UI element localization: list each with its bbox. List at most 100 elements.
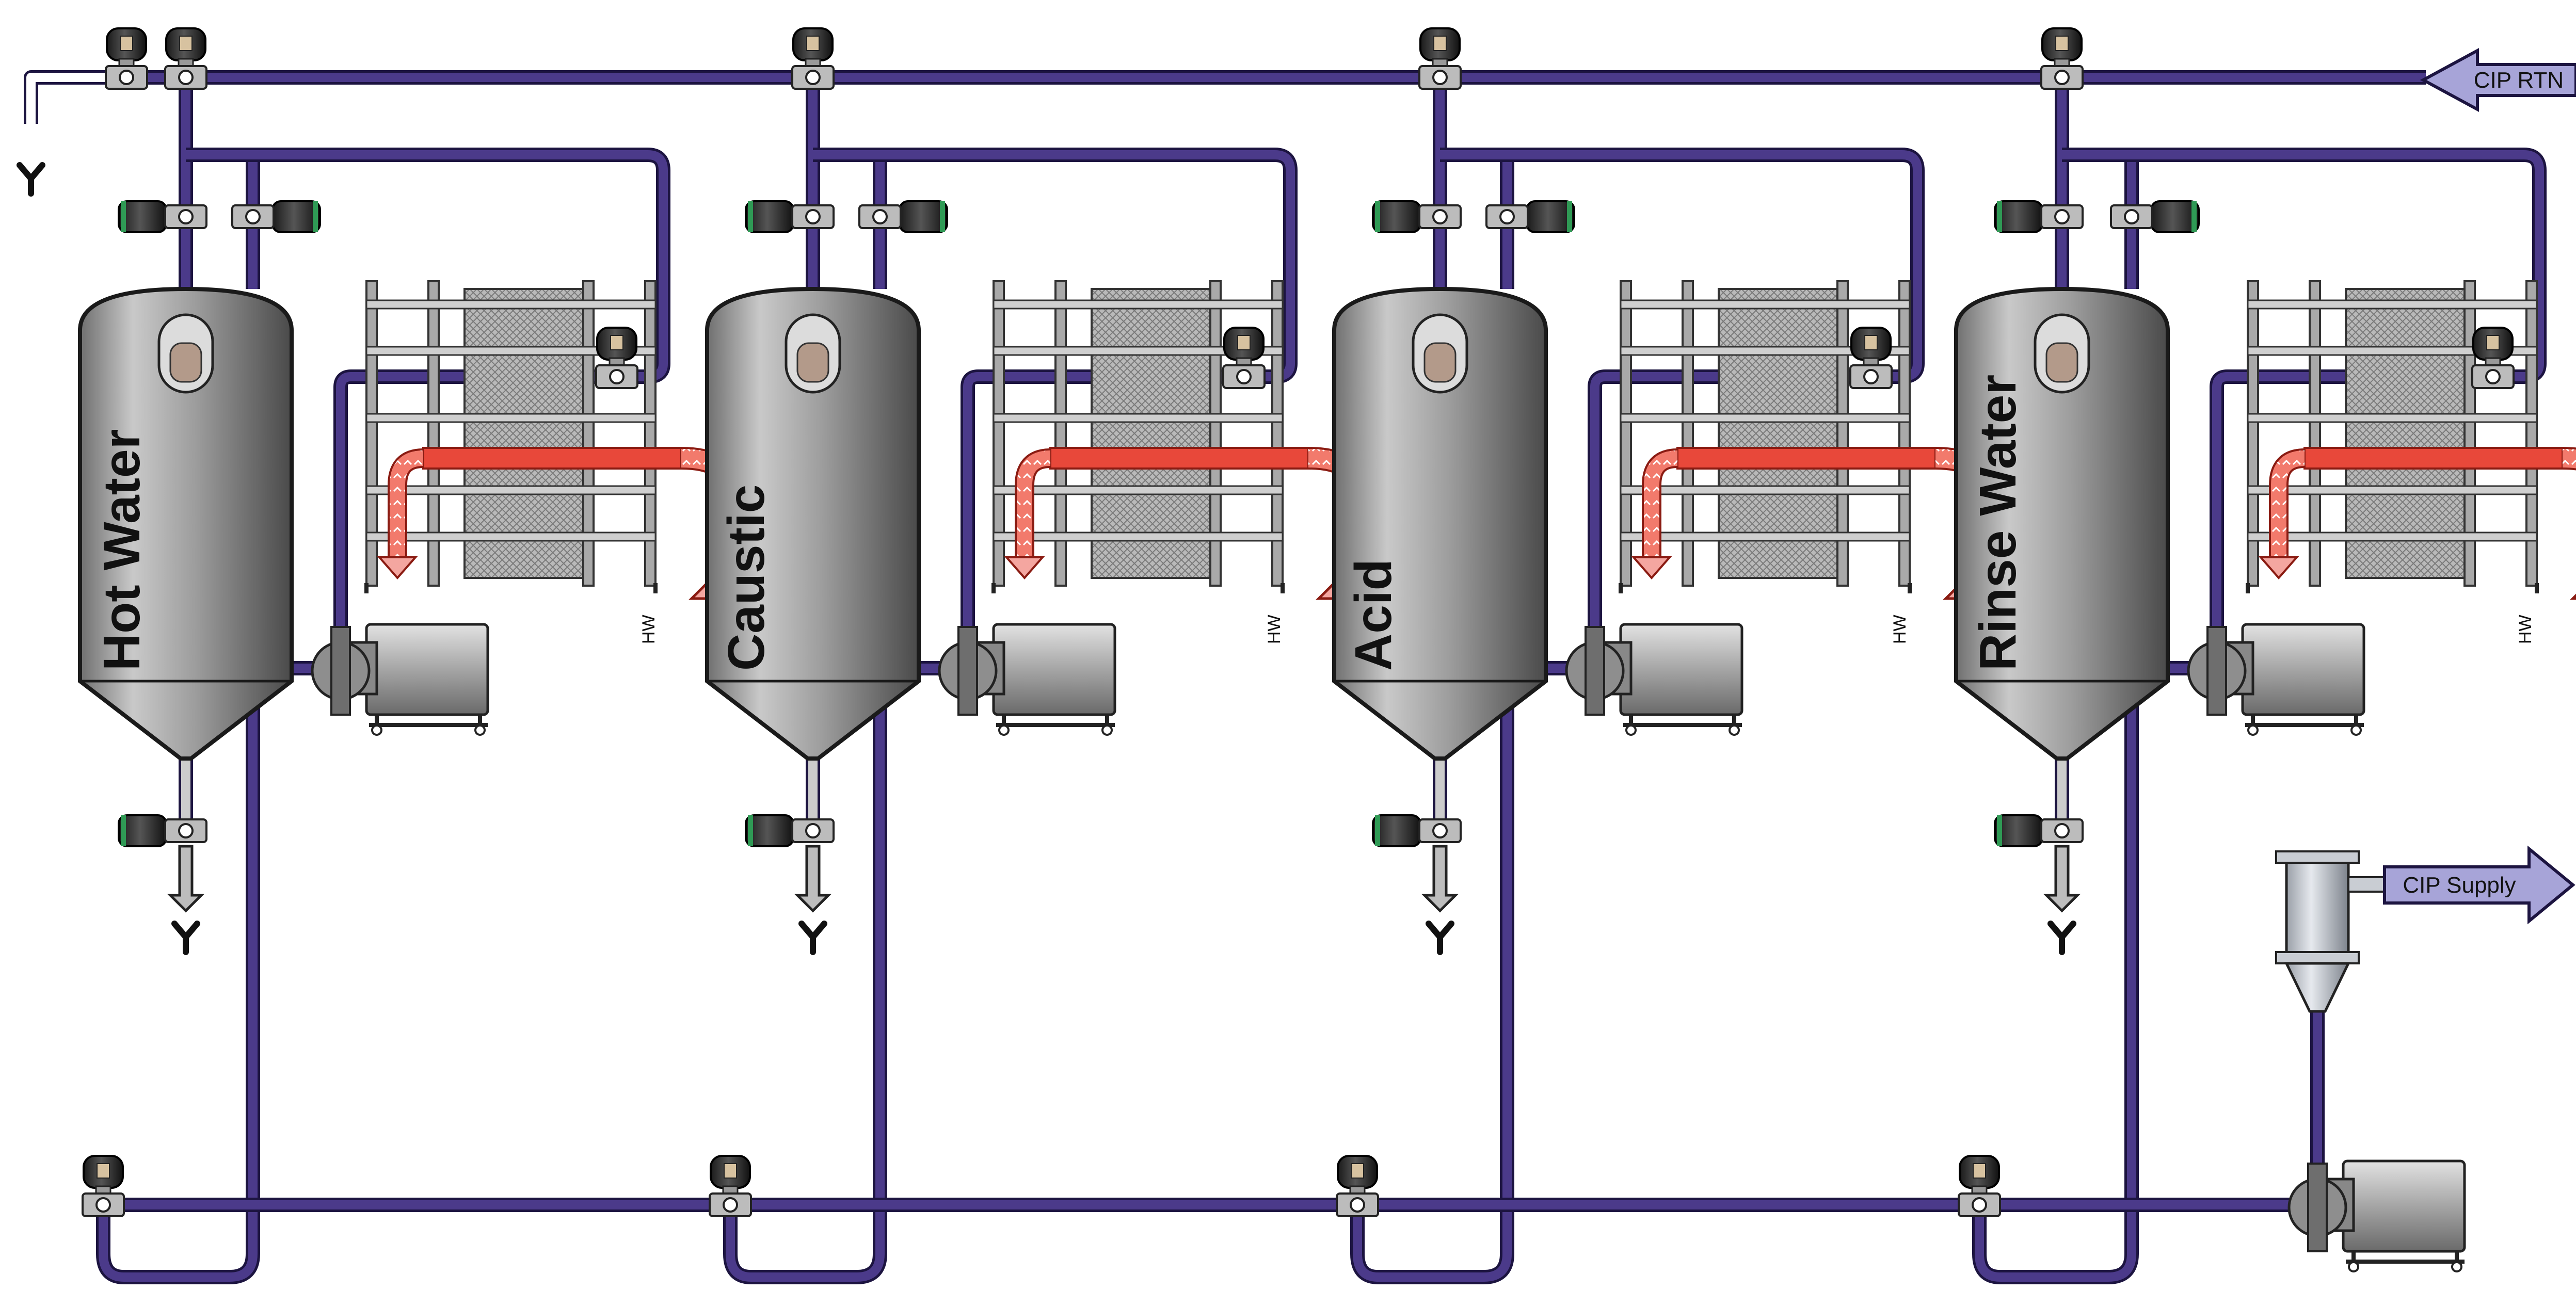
pump-flange (2206, 626, 2227, 716)
cip-supply-label: CIP Supply (2403, 873, 2516, 898)
tank-body (1954, 286, 2170, 761)
sight-glass-window (1423, 342, 1457, 383)
cip-supply-arrow: CIP Supply (2383, 845, 2575, 925)
phe-frame-post (427, 280, 440, 587)
valve-icon[interactable] (2110, 200, 2200, 233)
pump-motor (1619, 623, 1743, 716)
phe-frame-post (1836, 280, 1849, 587)
pump-icon[interactable] (938, 623, 1116, 736)
phe-frame-post (582, 280, 595, 587)
valve-icon[interactable] (118, 814, 207, 847)
sight-glass-window (169, 342, 202, 383)
valve-ring (940, 201, 945, 232)
drain-arrow-icon (167, 845, 205, 913)
tank (1954, 286, 2170, 761)
hw-label: HW (2516, 615, 2535, 644)
pump-flange (2307, 1163, 2328, 1252)
valve-ring (121, 201, 126, 232)
valve-icon[interactable] (745, 814, 835, 847)
supply-loop-pipe-core (726, 681, 885, 1282)
pump-flange (957, 626, 978, 716)
hw-label: HW (1265, 615, 1284, 644)
valve-icon[interactable] (2040, 27, 2084, 90)
valve-icon[interactable] (858, 200, 948, 233)
phe-tie-bar (993, 346, 1284, 356)
phe-tie-bar (365, 485, 657, 495)
phe-frame-post (365, 280, 378, 587)
valve-icon[interactable] (118, 200, 207, 233)
valve-icon[interactable] (745, 200, 835, 233)
drain-arrow (2043, 845, 2081, 913)
pump-foot (474, 724, 486, 736)
hw-pipe (1049, 447, 1309, 470)
phe-tie-bar (2247, 299, 2538, 310)
phe-frame-post (2525, 280, 2538, 587)
tank-body (705, 286, 921, 761)
pump-icon[interactable] (2287, 1159, 2466, 1272)
valve-icon[interactable] (1958, 1155, 2001, 1217)
valve-icon[interactable] (1485, 200, 1575, 233)
plate-heat-exchanger-icon (364, 280, 658, 593)
valve-icon[interactable] (1849, 327, 1893, 389)
supply-loop-pipe-core (1975, 681, 2136, 1282)
valve-icon[interactable] (1994, 814, 2084, 847)
drain-arrow-icon (2043, 845, 2081, 913)
valve-icon[interactable] (82, 1155, 125, 1217)
phe-tie-bar (993, 485, 1284, 495)
phe-tie-bar (993, 531, 1284, 542)
phe-tie-bar (993, 299, 1284, 310)
strainer-flange (2275, 951, 2360, 964)
phe-plates (1091, 288, 1217, 579)
tank-label-caustic: Caustic (717, 485, 775, 671)
hw-return-outline (2562, 447, 2576, 471)
valve-indicator (1973, 1163, 1986, 1179)
valve-indicator (2486, 335, 2500, 350)
valve-port (2124, 209, 2139, 224)
valve-ring (748, 815, 753, 846)
phe-frame-post (644, 280, 657, 587)
valve-icon[interactable] (1336, 1155, 1379, 1217)
valve-icon[interactable] (791, 27, 835, 90)
drain-y (171, 921, 200, 955)
phe-tie-bar (2247, 531, 2538, 542)
tank (78, 286, 294, 761)
valve-port (1499, 209, 1515, 224)
valve-port (805, 209, 821, 224)
valve-icon[interactable] (709, 1155, 752, 1217)
valve-port (2054, 70, 2070, 85)
drain-arrow (794, 845, 832, 913)
valve-port (1432, 70, 1448, 85)
phe-frame-post (1271, 280, 1284, 587)
phe-tie-bar (2247, 346, 2538, 356)
pump-icon[interactable] (2187, 623, 2365, 736)
pump-icon[interactable] (311, 623, 489, 736)
supply-loop-pipe (1350, 681, 1514, 1284)
valve-ring (1997, 201, 2002, 232)
valve-indicator (97, 1163, 110, 1179)
valve-port (2054, 823, 2070, 838)
drain-y (798, 921, 827, 955)
pump-base (1623, 715, 1742, 727)
phe-frame-post (2463, 280, 2476, 587)
phe-tie-bar (365, 413, 657, 423)
pump-icon[interactable] (1565, 623, 1743, 736)
valve-icon[interactable] (1994, 200, 2084, 233)
valve-ring (313, 201, 318, 232)
valve-icon[interactable] (164, 27, 207, 90)
valve-icon[interactable] (1372, 814, 1462, 847)
pump-foot (2247, 724, 2259, 736)
hw-out-arrowhead (2258, 556, 2299, 580)
plate-heat-exchanger-icon (2246, 280, 2539, 593)
valve-icon[interactable] (1418, 27, 1462, 90)
valve-icon[interactable] (2471, 327, 2515, 389)
valve-indicator (1433, 36, 1447, 51)
phe-feet (991, 583, 1285, 593)
valve-icon[interactable] (1372, 200, 1462, 233)
valve-icon[interactable] (231, 200, 321, 233)
valve-icon[interactable] (105, 27, 148, 90)
valve-port (2054, 209, 2070, 224)
phe-frame-post (2309, 280, 2321, 587)
valve-icon[interactable] (595, 327, 638, 389)
valve-icon[interactable] (1222, 327, 1266, 389)
phe-plates (1718, 288, 1844, 579)
